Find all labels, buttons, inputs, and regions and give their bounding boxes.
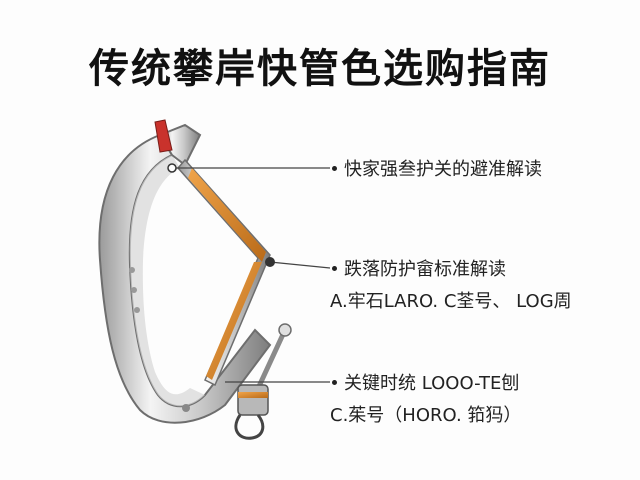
rivet-dot	[182, 404, 190, 412]
gate-orange-accent-lower	[206, 262, 262, 380]
gate-red-tip	[154, 119, 173, 153]
callout-3-line1: 关键时统 LOOO-TE刨	[344, 373, 520, 394]
page-title: 传统攀岸快管色选购指南	[89, 46, 551, 92]
leader-dot-2	[265, 257, 275, 267]
callout-2-line2: A.牢石LARO. C荃号、 LOG周	[330, 291, 572, 312]
callout-2-line1: 跌落防护畲标准解读	[344, 259, 506, 280]
carabiner-nose	[158, 123, 202, 167]
bullet-3	[332, 380, 337, 385]
rivet-dot	[131, 287, 137, 293]
rivet-dot	[129, 267, 135, 273]
callout-1-line1: 快家强叁护关的避准解读	[344, 159, 542, 180]
bullet-1	[332, 166, 337, 171]
spring-loop	[234, 414, 265, 440]
leader-dot-1	[167, 163, 177, 173]
bullet-2	[332, 266, 337, 271]
carabiner-body	[98, 133, 272, 424]
callout-3-line2: C.茱号（HORO. 筘犸）	[330, 405, 522, 426]
rivet-dot	[134, 307, 140, 313]
spring-coil	[237, 384, 269, 416]
pin-head	[278, 323, 292, 337]
spring-pin	[252, 327, 288, 398]
gate-orange-accent	[188, 168, 266, 262]
leader-line-2	[269, 261, 331, 269]
spring-coil-band	[238, 392, 268, 398]
